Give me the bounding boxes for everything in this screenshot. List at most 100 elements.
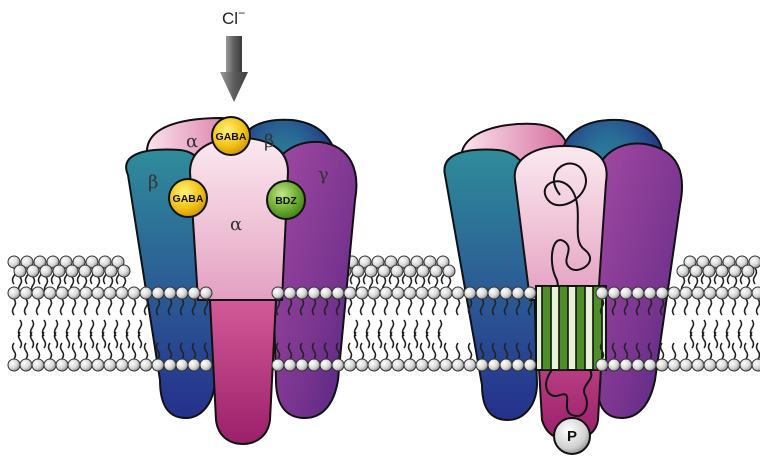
lipid-head xyxy=(356,359,368,371)
lipid-tail xyxy=(61,343,64,359)
lipid-tail xyxy=(127,332,130,348)
lipid-head xyxy=(488,359,500,371)
lipid-head xyxy=(704,359,716,371)
lipid-head xyxy=(68,359,80,371)
lipid-tail xyxy=(427,332,430,348)
lipid-head xyxy=(500,359,512,371)
lipid-tail xyxy=(421,299,424,315)
lipid-tail xyxy=(433,343,436,359)
lipid-tail xyxy=(391,332,394,348)
lipid-head xyxy=(524,359,536,371)
phosphate-group: P xyxy=(554,418,590,454)
lipid-head xyxy=(692,359,704,371)
beta-back-label: β xyxy=(264,131,274,152)
alpha-back-label: α xyxy=(186,131,198,152)
lipid-head xyxy=(32,359,44,371)
lipid-head xyxy=(476,287,488,299)
alpha-front-lower xyxy=(210,300,276,444)
helix xyxy=(542,286,551,370)
lipid-head xyxy=(104,359,116,371)
lipid-head xyxy=(118,265,130,277)
lipid-head xyxy=(44,359,56,371)
lipid-head xyxy=(596,359,608,371)
lipid-tail xyxy=(403,332,406,348)
lipid-head xyxy=(620,359,632,371)
lipid-head xyxy=(488,287,500,299)
ion-label: Cl− xyxy=(222,6,245,28)
lipid-head xyxy=(105,265,117,277)
lipid-tail xyxy=(91,332,94,348)
lipid-tail xyxy=(145,299,148,315)
lipid-tail xyxy=(37,299,40,315)
lipid-head xyxy=(80,287,92,299)
lipid-tail xyxy=(385,343,388,359)
lipid-head xyxy=(92,359,104,371)
lipid-tail xyxy=(745,343,748,359)
lipid-tail xyxy=(73,299,76,315)
lipid-tail xyxy=(709,343,712,359)
lipid-head xyxy=(716,265,728,277)
lipid-head xyxy=(608,359,620,371)
transmembrane-helix-bundle xyxy=(536,286,606,370)
lipid-head xyxy=(392,287,404,299)
lipid-tail xyxy=(697,343,700,359)
lipid-head xyxy=(356,287,368,299)
lipid-head xyxy=(140,359,152,371)
lipid-tail xyxy=(103,332,106,348)
lipid-head xyxy=(20,287,32,299)
bdz-ligand: BDZ xyxy=(267,181,305,219)
lipid-tail xyxy=(25,343,28,359)
lipid-head xyxy=(716,287,728,299)
lipid-tail xyxy=(13,299,16,315)
lipid-head xyxy=(56,287,68,299)
lipid-head xyxy=(443,265,455,277)
lipid-tail xyxy=(145,343,148,359)
lipid-head xyxy=(417,265,429,277)
lipid-head xyxy=(464,287,476,299)
lipid-tail xyxy=(55,332,58,348)
bdz-label: BDZ xyxy=(275,195,297,207)
lipid-tail xyxy=(709,299,712,315)
alpha-front-label: α xyxy=(230,214,242,235)
lipid-tail xyxy=(739,332,742,348)
lipid-tail xyxy=(85,299,88,315)
influx-arrow xyxy=(220,36,248,102)
lipid-tail xyxy=(421,343,424,359)
lipid-tail xyxy=(97,299,100,315)
lipid-head xyxy=(644,287,656,299)
lipid-head xyxy=(476,359,488,371)
lipid-head xyxy=(284,287,296,299)
lipid-tail xyxy=(13,343,16,359)
lipid-tail xyxy=(445,299,448,315)
lipid-head xyxy=(500,287,512,299)
lipid-head xyxy=(404,287,416,299)
lipid-tail xyxy=(349,343,352,359)
phosphate-label: P xyxy=(567,428,577,445)
lipid-head xyxy=(92,265,104,277)
lipid-head xyxy=(344,359,356,371)
lipid-tail xyxy=(457,343,460,359)
lipid-head xyxy=(152,287,164,299)
lipid-head xyxy=(320,287,332,299)
lipid-head xyxy=(632,359,644,371)
lipid-tail xyxy=(31,332,34,348)
lipid-head xyxy=(452,287,464,299)
lipid-tail xyxy=(373,299,376,315)
lipid-head xyxy=(392,359,404,371)
lipid-tail xyxy=(721,343,724,359)
gaba-top-ligand: GABA xyxy=(212,117,250,155)
lipid-head xyxy=(284,359,296,371)
lipid-tail xyxy=(673,299,676,315)
lipid-head xyxy=(596,287,608,299)
lipid-tail xyxy=(751,332,754,348)
lipid-head xyxy=(176,287,188,299)
lipid-tail xyxy=(379,332,382,348)
lipid-head xyxy=(690,265,702,277)
lipid-head xyxy=(416,287,428,299)
lipid-head xyxy=(365,265,377,277)
lipid-head xyxy=(332,287,344,299)
lipid-head xyxy=(296,359,308,371)
lipid-tail xyxy=(733,299,736,315)
lipid-head xyxy=(680,287,692,299)
